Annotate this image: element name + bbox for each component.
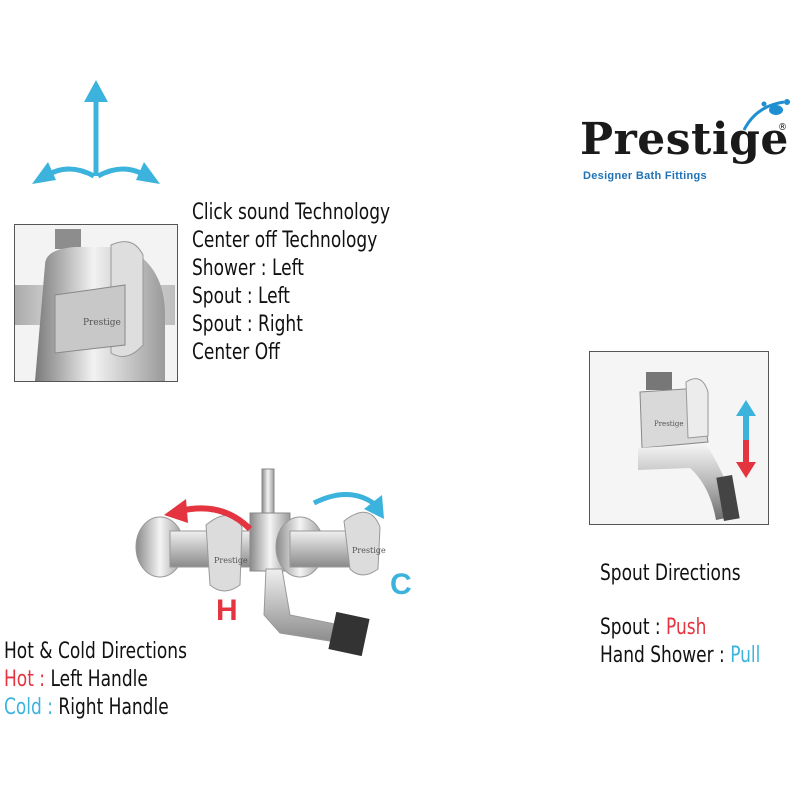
brand-name: Prestige (580, 114, 789, 165)
spout-heading: Spout Directions (600, 561, 741, 586)
water-drop-icon (742, 99, 790, 131)
cold-value: Right Handle (58, 695, 169, 720)
shower-value: Pull (730, 643, 761, 668)
three-way-arrow-icon (32, 80, 160, 184)
spout-directions: Spout Directions Spout : Push Hand Showe… (600, 560, 787, 670)
counter-clockwise-arrow-icon (164, 499, 253, 532)
spout-label: Spout : (600, 615, 661, 640)
spout-value: Push (666, 615, 707, 640)
hot-label: Hot : (4, 667, 46, 692)
feature-item: Center off Technology (192, 228, 378, 253)
product-engraving: Prestige (83, 318, 121, 328)
hot-cold-heading: Hot & Cold Directions (4, 639, 187, 664)
feature-item: Spout : Left (192, 284, 290, 309)
product-engraving: Prestige (214, 556, 248, 565)
clockwise-arrow-icon (312, 492, 384, 519)
feature-item: Center Off (192, 340, 280, 365)
handle-detail-image: Prestige (14, 224, 178, 382)
hot-letter: H (216, 594, 238, 627)
cold-letter: C (390, 568, 412, 601)
registered-mark: ® (778, 122, 787, 133)
hot-line: Hot : Left Handle (4, 666, 187, 694)
spout-detail-image: Prestige (589, 351, 769, 525)
shower-line: Hand Shower : Pull (600, 642, 760, 670)
shower-label: Hand Shower : (600, 643, 725, 668)
mixer-illustration: Prestige Prestige (130, 465, 430, 665)
spout-line: Spout : Push (600, 614, 760, 642)
product-engraving: Prestige (654, 420, 683, 428)
product-engraving: Prestige (352, 546, 386, 555)
feature-item: Shower : Left (192, 256, 304, 281)
brand-logo: Prestige ® Designer Bath Fittings (578, 92, 793, 187)
feature-list: Click sound Technology Center off Techno… (192, 199, 422, 367)
hot-cold-directions: Hot & Cold Directions Hot : Left Handle … (4, 638, 217, 722)
cold-label: Cold : (4, 695, 53, 720)
feature-item: Spout : Right (192, 312, 303, 337)
brand-tagline: Designer Bath Fittings (583, 170, 707, 182)
up-down-arrow-icon (736, 400, 756, 478)
feature-item: Click sound Technology (192, 200, 391, 225)
cold-line: Cold : Right Handle (4, 694, 187, 722)
hot-value: Left Handle (50, 667, 148, 692)
